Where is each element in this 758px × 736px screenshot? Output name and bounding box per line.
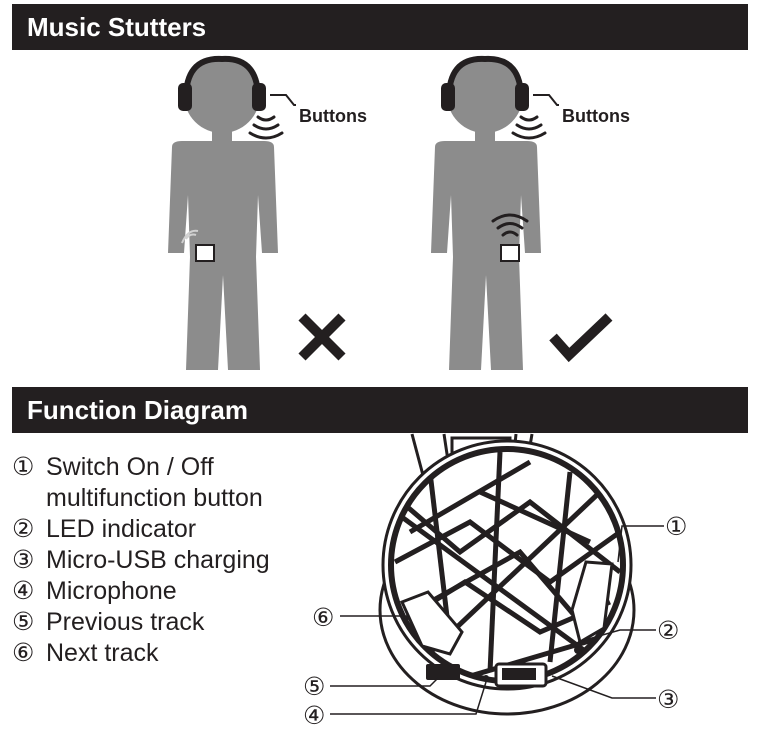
figure-correct-phone-position: Buttons (431, 55, 630, 370)
item-label: Next track (46, 639, 159, 667)
headphone-diagram: ① ② ③ ④ ⑤ ⑥ (303, 433, 687, 730)
list-item: ⑤ Previous track (12, 607, 312, 638)
checkmark-icon (549, 313, 613, 363)
section-header-music-stutters: Music Stutters (12, 4, 748, 50)
list-item: ③ Micro-USB charging (12, 545, 312, 576)
item-label: Previous track (46, 608, 205, 636)
callout-6: ⑥ (312, 603, 334, 632)
person-figure (431, 57, 541, 370)
callout-1: ① (665, 512, 687, 541)
buttons-label: Buttons (562, 106, 630, 126)
control-button-left[interactable] (399, 590, 464, 656)
callout-3: ③ (657, 685, 679, 714)
signal-icon (491, 213, 529, 237)
list-item: ⑥ Next track (12, 638, 312, 669)
usb-port (502, 668, 536, 680)
buttons-label: Buttons (299, 106, 367, 126)
list-item: ④ Microphone (12, 576, 312, 607)
headphones-icon (178, 55, 266, 111)
callout-numbers: ① ② ③ ④ ⑤ ⑥ (303, 512, 687, 730)
list-item: ② LED indicator (12, 514, 312, 545)
microphone-hole (483, 675, 489, 681)
callout-leaders (330, 525, 664, 715)
item-label: LED indicator (46, 515, 197, 543)
item-label: Switch On / Off (46, 453, 214, 481)
item-label: Micro-USB charging (46, 546, 270, 574)
callout-5: ⑤ (303, 672, 325, 701)
section-header-function-diagram: Function Diagram (12, 387, 748, 433)
item-number: ① (12, 453, 35, 481)
item-number: ④ (12, 577, 35, 605)
previous-track-button[interactable] (426, 664, 460, 680)
item-number: ③ (12, 546, 35, 574)
item-number: ⑤ (12, 608, 35, 636)
signal-icon (511, 115, 547, 140)
control-button-right[interactable] (570, 560, 614, 645)
headphones-icon (441, 55, 529, 111)
item-number: ② (12, 515, 35, 543)
person-figure (168, 57, 278, 370)
phone-icon (181, 229, 215, 262)
item-label: Microphone (46, 577, 177, 605)
callout-4: ④ (303, 701, 325, 730)
callout-2: ② (657, 616, 679, 645)
phone-icon (500, 244, 520, 262)
list-item: ① Switch On / Off (12, 452, 312, 483)
item-number: ⑥ (12, 639, 35, 667)
signal-icon (248, 115, 284, 140)
ear-cup (378, 439, 636, 716)
cross-icon (298, 313, 346, 361)
function-list: ① Switch On / Off multifunction button ②… (12, 452, 312, 669)
figure-wrong-phone-position: Buttons (168, 55, 367, 370)
item-label-continued: multifunction button (46, 484, 263, 512)
led-indicator (574, 646, 582, 654)
